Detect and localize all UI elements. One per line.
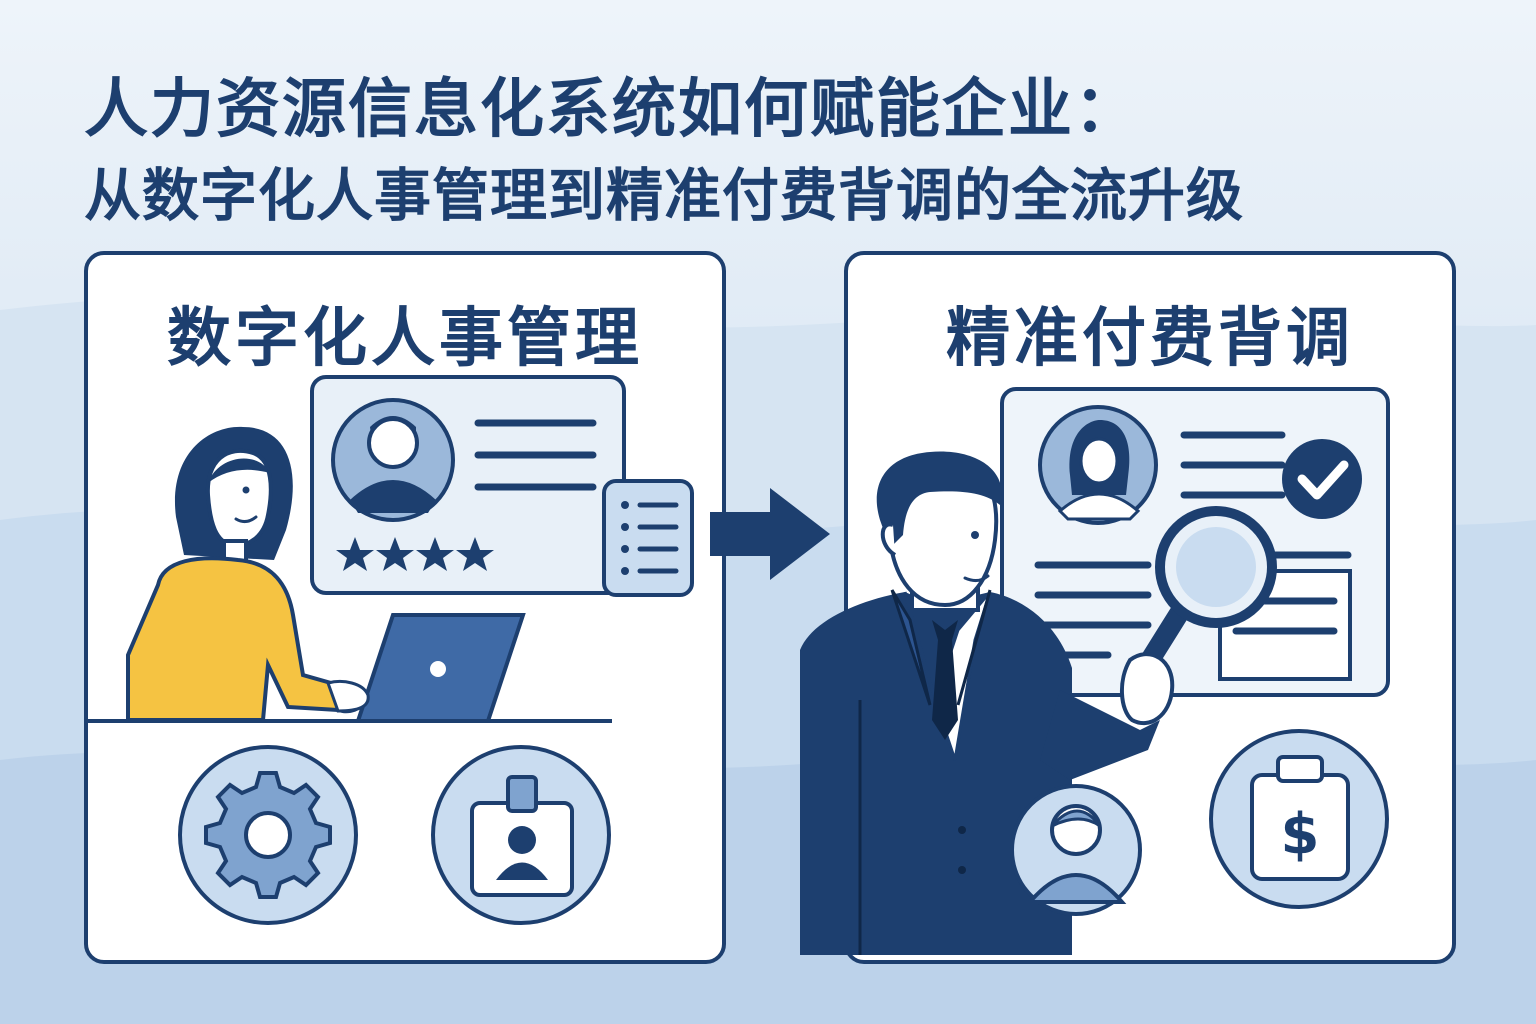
background-check-illustration: $ xyxy=(1000,387,1390,909)
main-subtitle: 从数字化人事管理到精准付费背调的全流升级 xyxy=(84,163,1244,229)
checkmark-icon xyxy=(1282,439,1362,519)
id-badge-icon xyxy=(431,745,611,925)
digital-hr-illustration xyxy=(88,375,694,925)
gear-icon xyxy=(178,745,358,925)
profile-card-icon xyxy=(310,375,626,595)
svg-text:$: $ xyxy=(1281,802,1320,867)
checklist-icon xyxy=(602,479,694,597)
laptop-icon xyxy=(326,613,526,723)
digital-hr-panel: 数字化人事管理 xyxy=(84,251,726,964)
main-title: 人力资源信息化系统如何赋能企业： xyxy=(84,73,1140,147)
resume-document-icon xyxy=(1000,387,1390,697)
money-bag-icon: $ xyxy=(1209,729,1389,909)
background-check-panel: 精准付费背调 $ xyxy=(844,251,1456,964)
background-check-panel-title: 精准付费背调 xyxy=(946,302,1354,376)
digital-hr-panel-title: 数字化人事管理 xyxy=(167,302,643,376)
rating-stars xyxy=(336,537,494,571)
hr-staff-figure xyxy=(126,426,366,722)
